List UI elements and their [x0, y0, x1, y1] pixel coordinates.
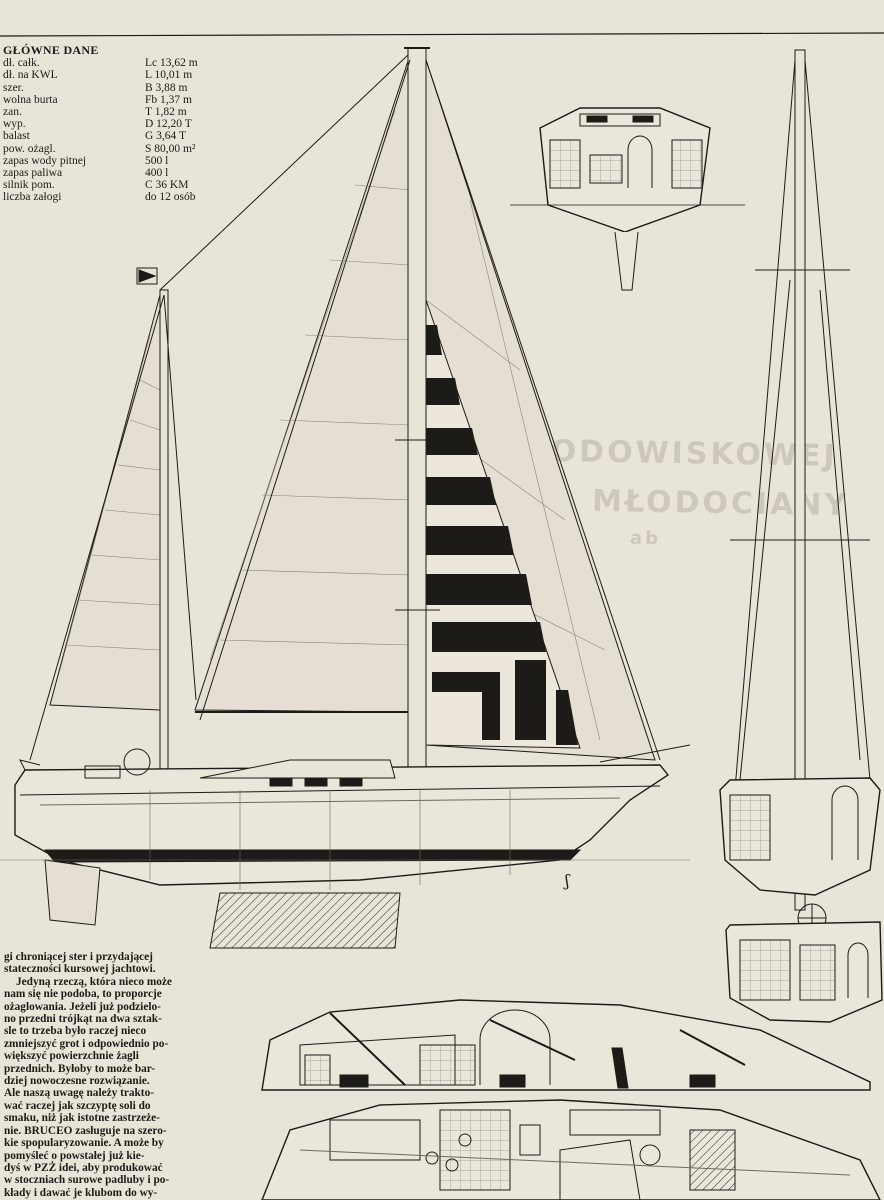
spec-row: zan. T 1,82 m	[3, 106, 215, 118]
spec-label: liczba załogi	[3, 191, 62, 204]
keel-ballast	[209, 892, 401, 949]
spec-row: dł. na KWL L 10,01 m	[3, 69, 215, 81]
sail-plan-side-view: ʃ	[0, 47, 691, 949]
spec-row: balast G 3,64 T	[3, 130, 215, 142]
article-line: nie. BRUCEO zasługuje na szero-	[4, 1124, 167, 1137]
article-line: w stoczniach surowe padluby i po-	[4, 1174, 170, 1187]
spec-row: dł. całk. Lc 13,62 m	[3, 57, 215, 69]
spec-value: T 1,82 m	[145, 106, 187, 119]
sail-plan-front-view	[719, 49, 881, 911]
article-line: sle to trzeba było raczej nieco	[4, 1025, 147, 1038]
article-line: kłady i dawać je klubom do wy-	[4, 1186, 158, 1199]
article-line: pomyśleć o powstałej już kie-	[4, 1149, 145, 1162]
article-line: Ale naszą uwagę należy trakto-	[4, 1087, 154, 1100]
article-line: Jedyną rzeczą, która nieco może	[16, 975, 172, 988]
spec-label: szer.	[3, 81, 24, 94]
rudder	[44, 859, 101, 926]
article-line: dziej nowoczesne rozwiązanie.	[4, 1075, 150, 1088]
spec-value: Lc 13,62 m	[145, 57, 198, 70]
mizzen-mast	[159, 289, 169, 781]
spec-label: dł. na KWL	[3, 69, 58, 82]
spec-value: 400 l	[145, 167, 169, 180]
spec-value: L 10,01 m	[145, 69, 193, 82]
spec-label: balast	[3, 130, 30, 143]
main-mast	[407, 47, 427, 785]
spec-value: G 3,64 T	[145, 130, 186, 143]
spec-row: wolna burta Fb 1,37 m	[3, 94, 215, 106]
spec-value: D 12,20 T	[145, 118, 192, 131]
page-top-rule	[0, 32, 884, 37]
article-text: gi chroniącej ster i przydającej statecz…	[4, 951, 248, 1199]
article-line: zmniejszyć grot i odpowiednio po-	[4, 1037, 169, 1050]
article-line: nam się nie podoba, to proporcje	[4, 988, 162, 1001]
spec-row: wyp. D 12,20 T	[3, 118, 215, 130]
spec-row: liczba załogi do 12 osób	[3, 191, 215, 203]
specs-title: GŁÓWNE DANE	[3, 43, 99, 57]
spec-value: Fb 1,37 m	[145, 93, 192, 106]
staysail-stripes	[426, 325, 578, 745]
spec-value: 500 l	[145, 154, 169, 167]
article-line: dyś w PZŻ idei, aby produkować	[4, 1161, 163, 1174]
spec-label: zapas wody pitnej	[3, 154, 87, 167]
spec-row: pow. ożagl. S 80,00 m²	[3, 143, 215, 155]
main-specs-table: GŁÓWNE DANE dł. całk. Lc 13,62 m dł. na K…	[3, 44, 215, 204]
spec-label: dł. całk.	[3, 57, 40, 70]
spec-label: silnik pom.	[3, 179, 55, 192]
spec-row: szer. B 3,88 m	[3, 82, 215, 94]
article-line: gi chroniącej ster i przydającej	[4, 951, 153, 963]
spec-row: silnik pom. C 36 KM	[3, 179, 215, 191]
spec-value: C 36 KM	[145, 179, 189, 192]
spec-label: zapas paliwa	[3, 167, 63, 180]
interior-plan-view	[261, 1099, 881, 1200]
article-line: smaku, niż jak istotne zastrzeże-	[4, 1112, 160, 1125]
spec-value: do 12 osób	[145, 191, 196, 204]
interior-profile-view	[261, 999, 871, 1091]
article-line: kie spopularyzowanie. A może by	[4, 1137, 164, 1150]
article-line: ożaglowania. Jeżeli już podzielo-	[4, 1000, 161, 1013]
article-line: stateczności kursowej jachtowi.	[4, 963, 156, 976]
cabin-top	[199, 759, 396, 779]
spec-label: wyp.	[3, 118, 26, 131]
svg-text:ʃ: ʃ	[563, 871, 571, 890]
spec-label: zan.	[3, 106, 22, 119]
wheel	[123, 748, 151, 776]
spec-row: zapas wody pitnej 500 l	[3, 155, 215, 167]
hull-cross-section-bottom	[725, 903, 883, 1023]
article-line: większyć powierzchnie żagli	[4, 1050, 139, 1063]
mainsail	[194, 54, 411, 713]
article-line: wać raczej jak szczyptę soli do	[4, 1099, 151, 1112]
spec-value: B 3,88 m	[145, 81, 188, 94]
hull-cross-section-top	[510, 107, 745, 291]
spec-row: zapas paliwa 400 l	[3, 167, 215, 179]
spec-label: wolna burta	[3, 93, 58, 106]
article-line: przednich. Byłoby to może bar-	[4, 1062, 156, 1075]
spec-value: S 80,00 m²	[145, 142, 196, 155]
article-line: no przedni trójkąt na dwa sztak-	[4, 1013, 162, 1026]
spec-label: pow. ożagl.	[3, 142, 56, 155]
